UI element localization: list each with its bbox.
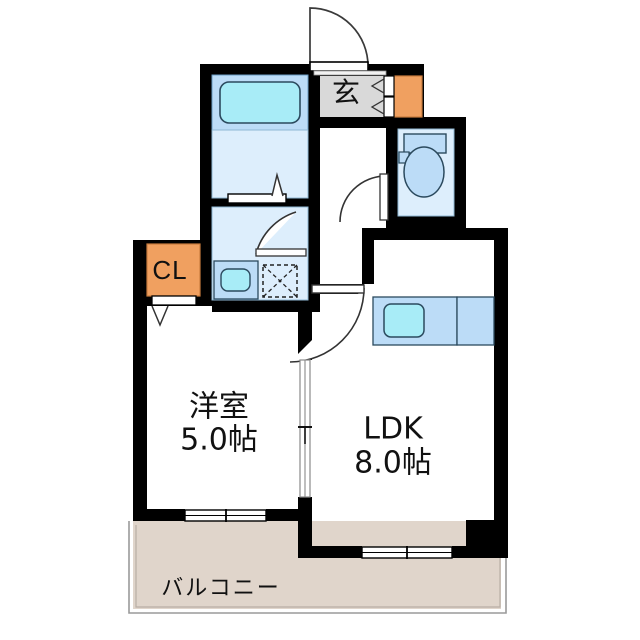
bathroom-unit: [211, 74, 309, 204]
wall-ldk-bottom-right: [452, 546, 498, 558]
ldk-door-panel[interactable]: [311, 284, 365, 294]
entrance-sill: [313, 70, 387, 76]
bedroom-size-label: 5.0帖: [180, 423, 258, 458]
room-labels: CL 玄 洋室 5.0帖 LDK 8.0帖 バルコニー: [152, 76, 431, 601]
closet-door-swing[interactable]: [151, 305, 169, 327]
balcony-rail-inner: [135, 525, 501, 608]
shoe-closet: [393, 75, 423, 118]
kitchen-unit: [372, 296, 495, 346]
toilet-door-arc[interactable]: [339, 175, 387, 223]
wall-hall-right: [362, 228, 374, 284]
wall-center-lower: [298, 497, 312, 558]
shoe-closet-arrow-upper: [370, 78, 385, 94]
shoe-closet-arrow-lower: [370, 99, 385, 115]
wall-bedroom-bottom-right: [266, 509, 312, 521]
bedroom-window[interactable]: [184, 509, 267, 522]
wall-toilet-top: [386, 117, 466, 129]
walls: [133, 64, 508, 558]
wall-bath-top: [200, 64, 320, 76]
entrance-floor: [314, 71, 386, 117]
balcony-label: バルコニー: [161, 576, 281, 601]
balcony-rail: [128, 521, 507, 614]
ldk-name-label: LDK: [363, 412, 424, 447]
bedroom-name-label: 洋室: [189, 390, 249, 425]
closet-door-sill[interactable]: [151, 295, 197, 306]
wall-bedroom-washroom-wall: [212, 300, 312, 312]
openings: [184, 359, 453, 559]
bathroom-floor-lower: [211, 129, 309, 199]
ldk-window[interactable]: [361, 546, 453, 559]
washroom-door-panel[interactable]: [255, 248, 307, 257]
wall-toilet-right: [454, 117, 466, 228]
wall-entrance-bottom: [314, 117, 424, 128]
bathroom-door-fold[interactable]: [271, 172, 284, 197]
wall-bath-left: [200, 64, 212, 244]
toilet-room: [339, 128, 455, 223]
kitchen-side-cabinet: [456, 296, 495, 346]
washbasin-bowl: [220, 268, 251, 292]
wall-toilet-bottom: [386, 216, 466, 228]
closet-label: CL: [152, 255, 187, 285]
closet-fill: [146, 243, 201, 297]
front-door-panel[interactable]: [309, 61, 369, 72]
front-door-arc[interactable]: [309, 7, 369, 67]
washroom-unit: [211, 206, 309, 301]
entrance-label: 玄: [332, 76, 360, 109]
shoe-closet-door-lower[interactable]: [383, 96, 395, 118]
wall-bedroom-left: [133, 240, 147, 521]
toilet-door-panel[interactable]: [379, 173, 389, 221]
wall-bedroom-bottom-left: [133, 509, 185, 521]
entrance-zone: [309, 7, 423, 118]
wall-closet-right: [200, 240, 212, 306]
washroom-door-arc[interactable]: [255, 211, 297, 255]
wall-ldk-right: [494, 228, 508, 538]
wall-ldk-bottom-left: [310, 546, 362, 558]
wall-bath-right: [308, 64, 320, 312]
ldk-size-label: 8.0帖: [354, 446, 432, 481]
balcony-floor-lower: [133, 556, 501, 609]
wall-ldk-right-notch: [466, 228, 508, 240]
washing-machine-x2: [262, 264, 298, 298]
wall-toilet-left: [386, 128, 398, 228]
toilet-bowl: [403, 146, 445, 198]
kitchen-sink: [383, 303, 425, 338]
bathtub: [219, 81, 301, 124]
bedroom-sliding-door[interactable]: [298, 359, 312, 498]
closet-cl: [146, 243, 201, 327]
washing-machine-space: [262, 264, 298, 298]
shoe-closet-door-upper[interactable]: [383, 75, 395, 97]
wall-hall-bottom: [362, 228, 466, 240]
bathroom-door-frame[interactable]: [227, 193, 287, 204]
